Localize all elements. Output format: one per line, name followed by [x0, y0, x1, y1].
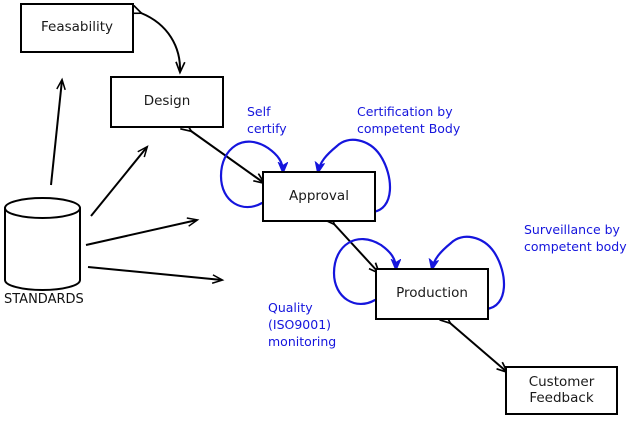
- loop-surveillance: [432, 235, 505, 311]
- loop-certification: [318, 138, 391, 214]
- node-customer-feedback[interactable]: Customer Feedback: [505, 366, 618, 415]
- annotation-surveillance-competent-body: Surveillance by competent body: [524, 222, 627, 254]
- flow-standards-production: [87, 266, 225, 284]
- flow-design-feasability: [141, 13, 180, 72]
- standards-datastore-shape: [4, 197, 81, 291]
- flow-approval-production: [334, 224, 379, 273]
- node-design-label: Design: [143, 93, 191, 110]
- node-production[interactable]: Production: [375, 268, 489, 320]
- standards-datastore-label: STANDARDS: [4, 292, 84, 307]
- node-approval[interactable]: Approval: [262, 171, 376, 222]
- annotation-quality-monitoring: Quality (ISO9001) monitoring: [268, 300, 337, 349]
- node-approval-label: Approval: [289, 187, 349, 204]
- node-production-label: Production: [396, 285, 468, 302]
- flow-production-customerfeedback: [450, 323, 507, 372]
- node-customer-feedback-label: Customer Feedback: [528, 373, 595, 406]
- node-feasability[interactable]: Feasability: [20, 3, 134, 53]
- flow-design-approval: [191, 131, 264, 183]
- flow-standards-design: [90, 145, 149, 217]
- annotation-certification-competent-body: Certification by competent Body: [357, 104, 461, 136]
- node-feasability-label: Feasability: [40, 19, 113, 36]
- flow-standards-feasability: [50, 77, 66, 186]
- node-design[interactable]: Design: [110, 76, 224, 128]
- annotation-self-certify: Self certify: [247, 104, 287, 136]
- standards-label-text: STANDARDS: [4, 292, 84, 307]
- flow-standards-approval: [85, 217, 200, 246]
